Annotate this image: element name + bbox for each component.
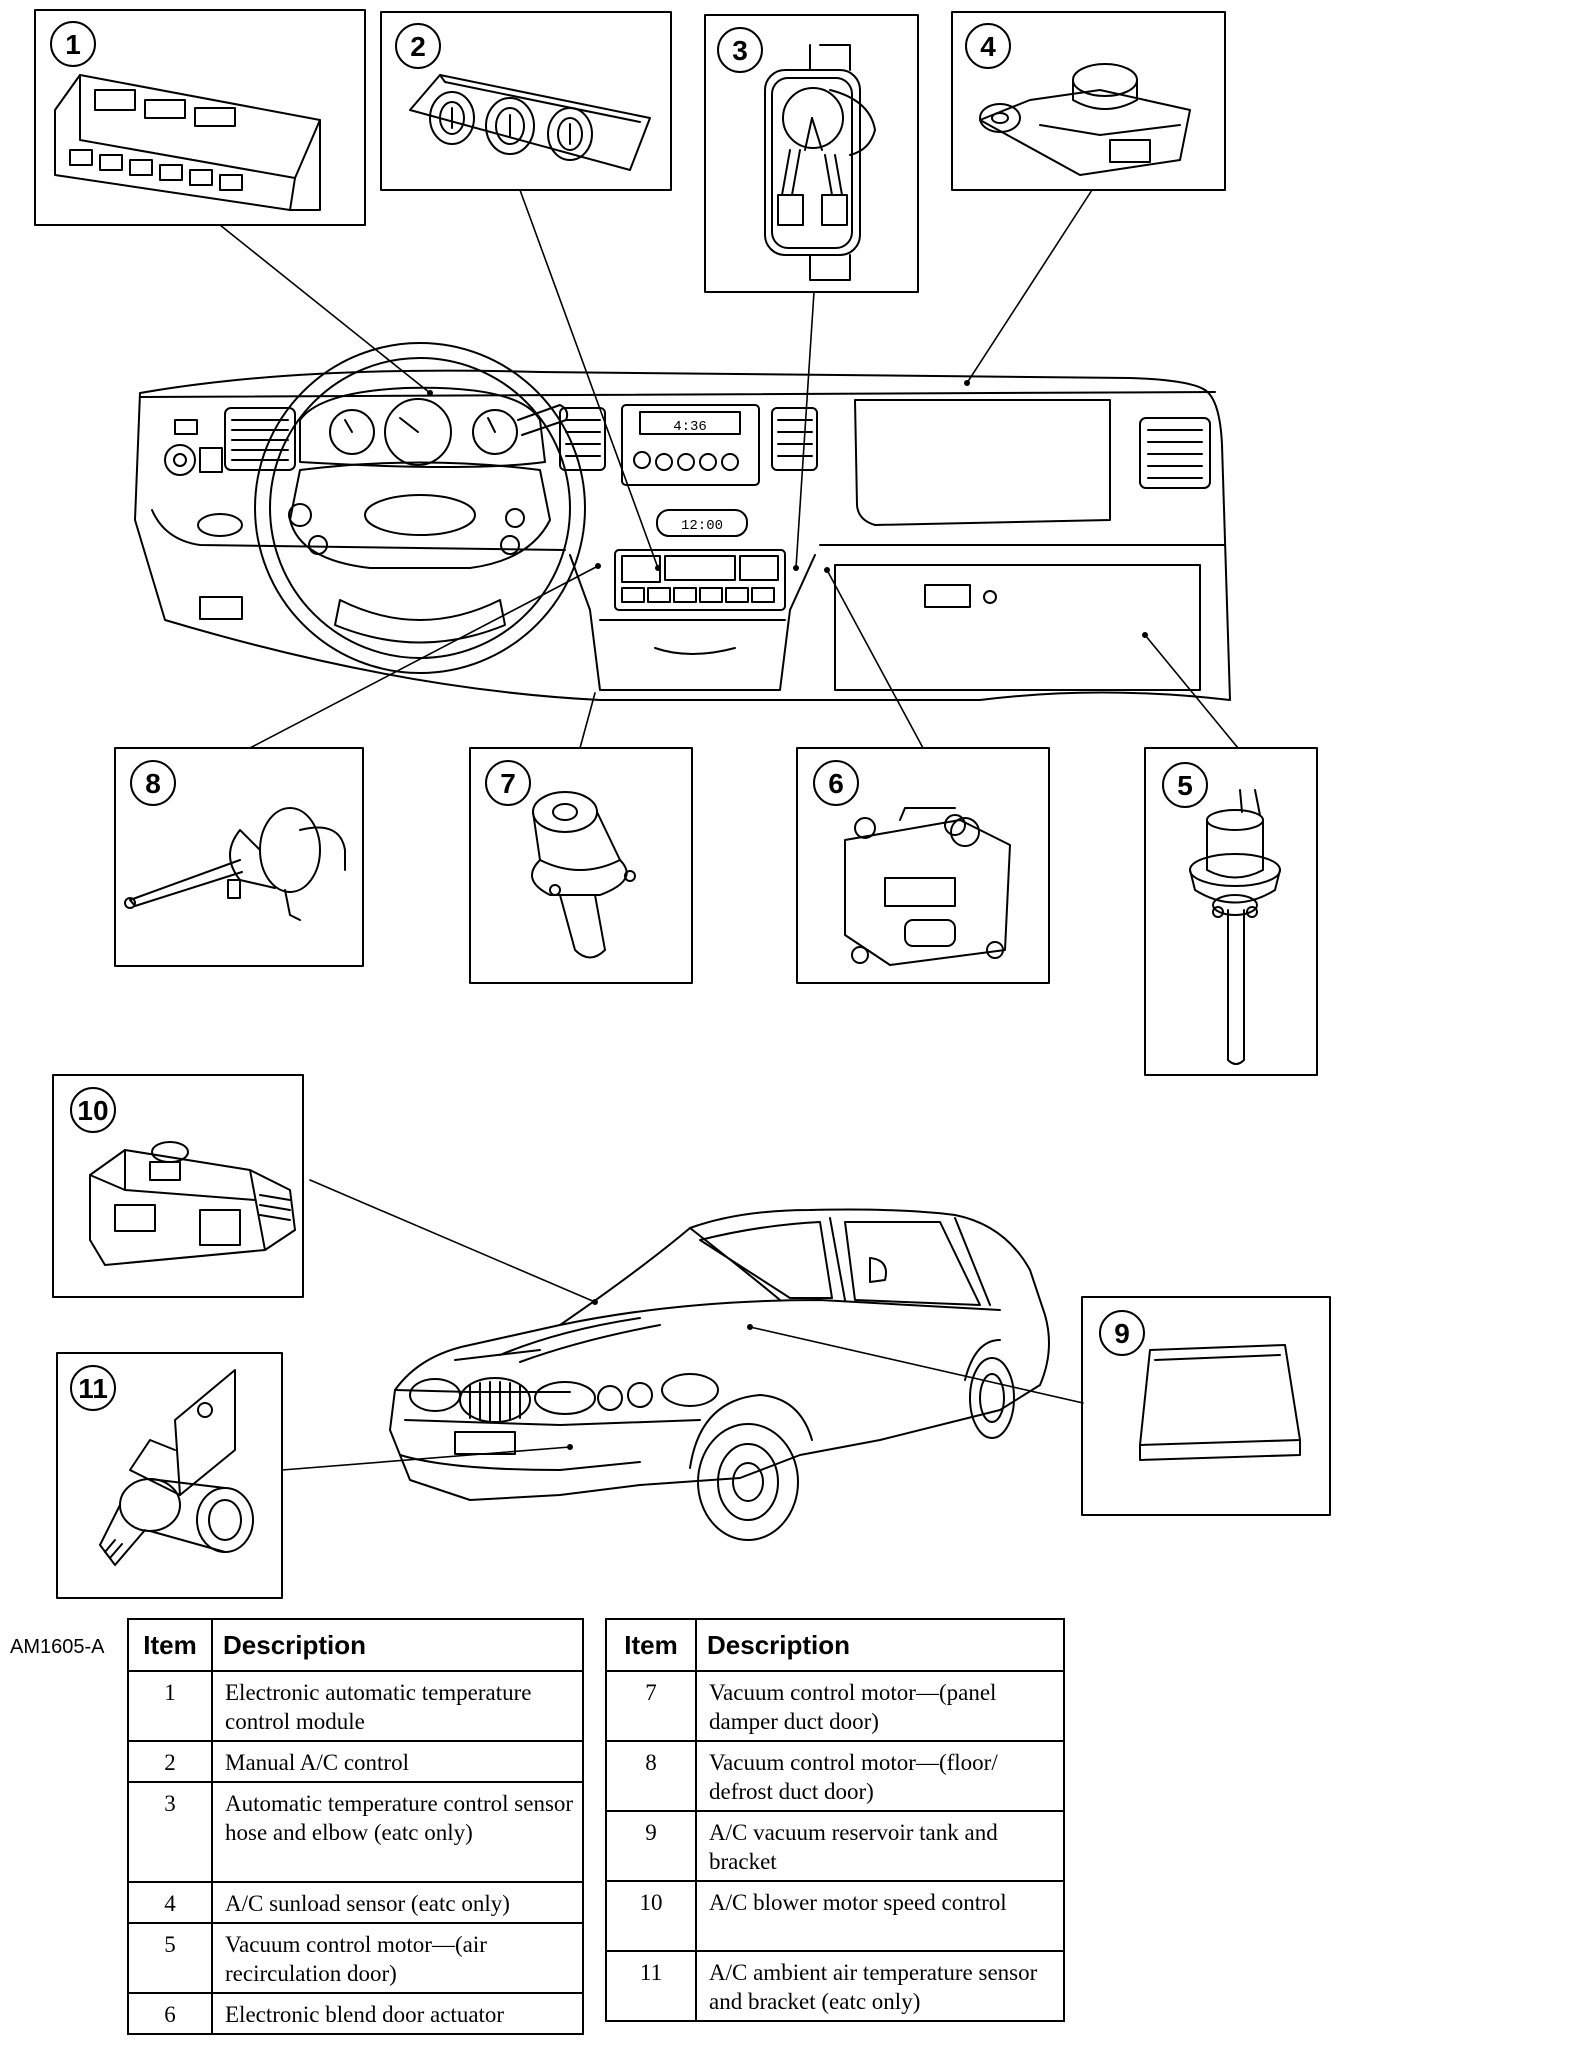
- header-description: Description: [211, 1618, 584, 1672]
- component-11-box: 11: [56, 1352, 283, 1599]
- dashboard-illustration: 4:36 12:00: [134, 342, 1231, 701]
- item-number: 5: [127, 1922, 213, 1994]
- item-number: 10: [605, 1880, 697, 1952]
- header-item: Item: [605, 1618, 697, 1672]
- legend-table-right: Item Description 7 Vacuum control motor—…: [605, 1618, 1065, 2022]
- item-description: A/C blower motor speed control: [695, 1880, 1065, 1952]
- item-description: Electronic automatic temperature control…: [211, 1670, 584, 1742]
- item-description: A/C ambient air temperature sensor and b…: [695, 1950, 1065, 2022]
- callout-8: 8: [145, 768, 161, 799]
- item-number: 11: [605, 1950, 697, 2022]
- item-number: 2: [127, 1740, 213, 1783]
- table-row: 3 Automatic temperature control sensor h…: [127, 1781, 584, 1883]
- item-description: Vacuum control motor—(air recirculation …: [211, 1922, 584, 1994]
- table-row: 4 A/C sunload sensor (eatc only): [127, 1881, 584, 1924]
- callout-6: 6: [828, 768, 844, 799]
- figure-code: AM1605-A: [10, 1636, 105, 1658]
- item-description: Manual A/C control: [211, 1740, 584, 1783]
- callout-1: 1: [65, 29, 81, 60]
- item-number: 7: [605, 1670, 697, 1742]
- callout-3: 3: [732, 35, 748, 66]
- car-illustration: [389, 1208, 1050, 1541]
- component-7-box: 7: [469, 747, 693, 984]
- table-row: 9 A/C vacuum reservoir tank and bracket: [605, 1810, 1065, 1882]
- item-description: Electronic blend door actuator: [211, 1992, 584, 2035]
- table-row: 1 Electronic automatic temperature contr…: [127, 1670, 584, 1742]
- component-4-box: 4: [951, 11, 1226, 191]
- component-8-box: 8: [114, 747, 364, 967]
- item-number: 1: [127, 1670, 213, 1742]
- component-9-box: 9: [1081, 1296, 1331, 1516]
- callout-9: 9: [1114, 1318, 1130, 1349]
- item-description: A/C vacuum reservoir tank and bracket: [695, 1810, 1065, 1882]
- table-row: 8 Vacuum control motor—(floor/ defrost d…: [605, 1740, 1065, 1812]
- table-row: 11 A/C ambient air temperature sensor an…: [605, 1950, 1065, 2022]
- item-description: Automatic temperature control sensor hos…: [211, 1781, 584, 1883]
- item-description: A/C sunload sensor (eatc only): [211, 1881, 584, 1924]
- radio-display: 4:36: [673, 419, 707, 435]
- component-1-box: 1: [34, 9, 366, 226]
- item-number: 8: [605, 1740, 697, 1812]
- header-item: Item: [127, 1618, 213, 1672]
- component-5-box: 5: [1144, 747, 1318, 1076]
- component-10-box: 10: [52, 1074, 304, 1298]
- component-3-box: 3: [704, 14, 919, 293]
- callout-5: 5: [1177, 770, 1193, 801]
- callout-7: 7: [500, 768, 516, 799]
- item-number: 6: [127, 1992, 213, 2035]
- callout-2: 2: [410, 31, 426, 62]
- callout-4: 4: [980, 31, 996, 62]
- callout-11: 11: [78, 1373, 108, 1404]
- item-number: 4: [127, 1881, 213, 1924]
- table-row: 2 Manual A/C control: [127, 1740, 584, 1783]
- clock-display: 12:00: [681, 518, 723, 534]
- car-leader-dots: [567, 1299, 753, 1450]
- component-2-box: 2: [380, 11, 672, 191]
- item-description: Vacuum control motor—(panel damper duct …: [695, 1670, 1065, 1742]
- legend-table-left: Item Description 1 Electronic automatic …: [127, 1618, 584, 2035]
- component-6-box: 6: [796, 747, 1050, 984]
- table-row: 6 Electronic blend door actuator: [127, 1992, 584, 2035]
- table-row: 5 Vacuum control motor—(air recirculatio…: [127, 1922, 584, 1994]
- header-description: Description: [695, 1618, 1065, 1672]
- dashboard-leader-dots: [427, 380, 1148, 638]
- item-number: 3: [127, 1781, 213, 1883]
- leader-lines: [219, 189, 1239, 1471]
- table-row: 10 A/C blower motor speed control: [605, 1880, 1065, 1952]
- item-description: Vacuum control motor—(floor/ defrost duc…: [695, 1740, 1065, 1812]
- callout-10: 10: [77, 1095, 108, 1126]
- item-number: 9: [605, 1810, 697, 1882]
- table-row: 7 Vacuum control motor—(panel damper duc…: [605, 1670, 1065, 1742]
